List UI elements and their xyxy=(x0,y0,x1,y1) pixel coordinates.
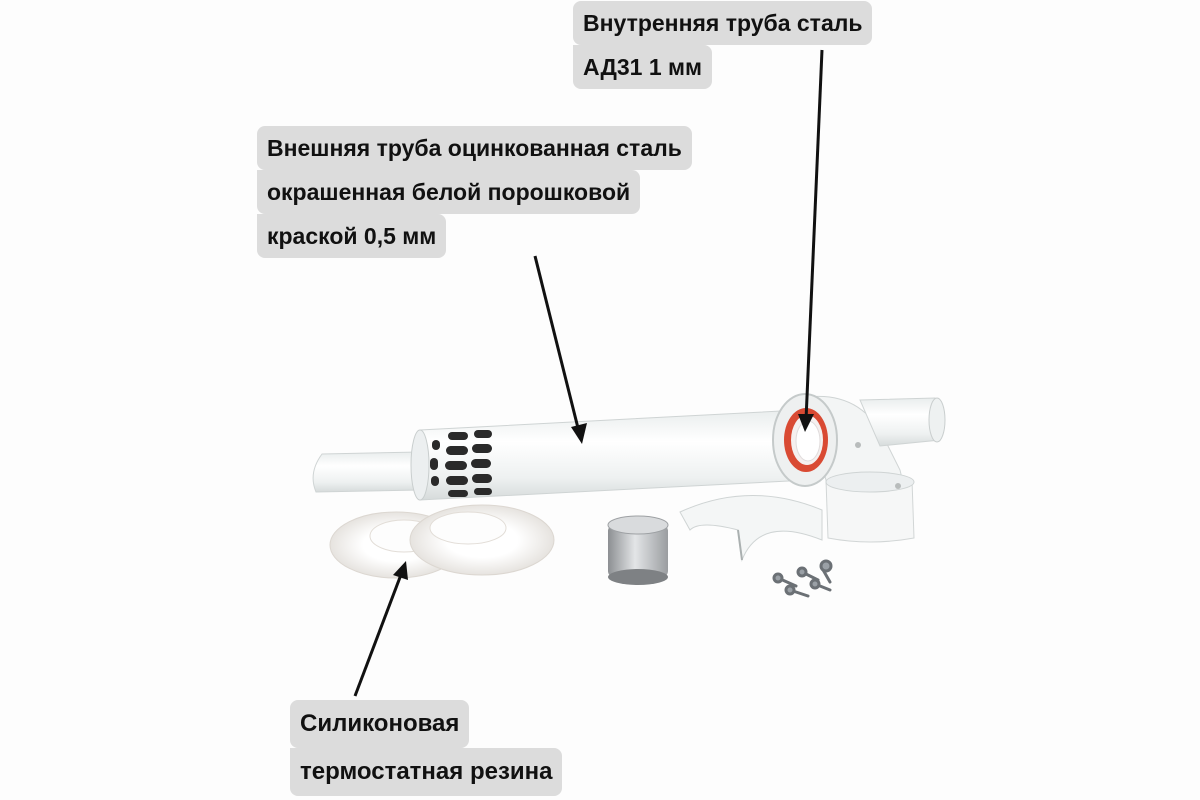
end-cap xyxy=(607,515,669,585)
vent-slots xyxy=(430,430,492,497)
inner-pipe-end xyxy=(312,451,421,493)
label-outer-pipe-line2: окрашенная белой порошковой xyxy=(257,170,641,214)
label-rubber-line2: термостатная резина xyxy=(290,748,563,796)
screws xyxy=(772,559,833,598)
label-outer-pipe-line3: краской 0,5 мм xyxy=(257,214,447,258)
silicone-ring-right xyxy=(409,504,555,576)
label-inner-pipe-line1: Внутренняя труба сталь xyxy=(573,1,873,45)
arrow-rubber xyxy=(353,561,408,697)
label-silicone-rubber: Силиконовая термостатная резина xyxy=(290,700,563,796)
clamp-strip xyxy=(679,495,823,562)
arrow-outer-pipe xyxy=(533,255,587,444)
label-inner-pipe: Внутренняя труба сталь АД31 1 мм xyxy=(573,1,873,89)
arrow-inner-pipe xyxy=(798,49,824,432)
label-rubber-line1: Силиконовая xyxy=(290,700,470,748)
label-inner-pipe-line2: АД31 1 мм xyxy=(573,45,713,89)
outer-pipe xyxy=(410,409,809,501)
label-outer-pipe-line1: Внешняя труба оцинкованная сталь xyxy=(257,126,692,170)
elbow-bend xyxy=(772,393,946,543)
label-outer-pipe: Внешняя труба оцинкованная сталь окрашен… xyxy=(257,126,692,258)
